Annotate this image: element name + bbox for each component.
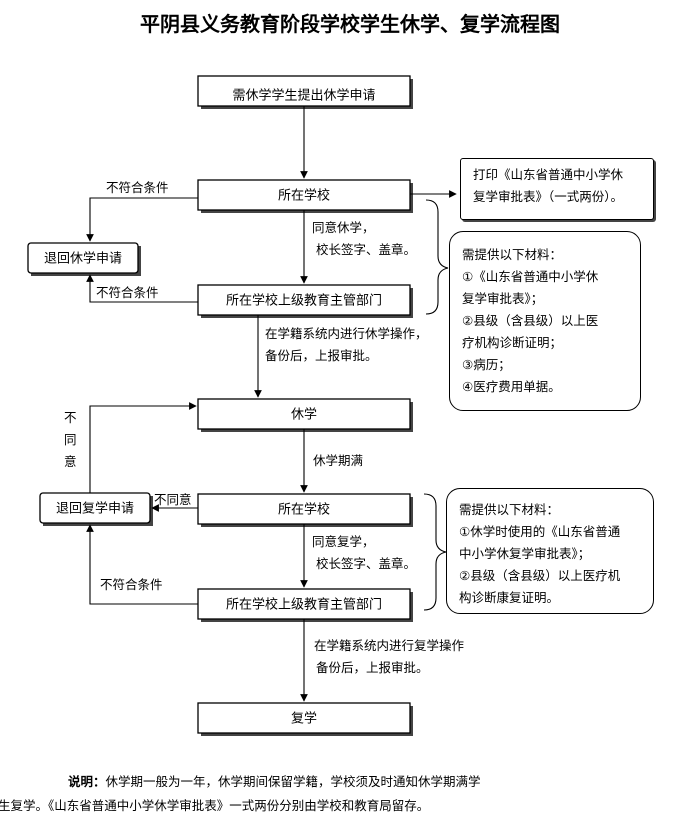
print-note-line-1: 打印《山东省普通中小学休 [473, 167, 624, 182]
box-school-2: 所在学校 [197, 493, 413, 527]
label-operate-suspend-2: 备份后，上报审批。 [265, 348, 378, 363]
label-period-full: 休学期满 [313, 453, 363, 468]
box-bureau-2-text: 所在学校上级教育主管部门 [226, 597, 382, 613]
box-return-suspend-text: 退回休学申请 [44, 251, 122, 267]
brace-materials-resume [423, 493, 447, 611]
materials-resume-line-5: 构诊断康复证明。 [459, 590, 560, 605]
label-disagree: 不同意 [154, 492, 192, 507]
materials-suspend-line-5: 疗机构诊断证明； [462, 335, 563, 350]
arrow-bureau2-reject [86, 524, 198, 605]
label-agree-suspend-1: 同意休学， [312, 220, 375, 235]
box-return-resume-text: 退回复学申请 [56, 501, 134, 517]
materials-suspend-line-1: 需提供以下材料： [462, 247, 563, 262]
arrow-return-to-suspend [89, 402, 197, 493]
materials-resume-line-1: 需提供以下材料： [459, 502, 560, 517]
label-agree-resume-2: 校长签字、盖章。 [316, 556, 416, 571]
materials-resume-line-3: 中小学休复学审批表》； [459, 546, 591, 561]
materials-suspend-line-2: ①《山东省普通中小学休 [462, 269, 599, 284]
label-disagree-v2: 同 [64, 432, 77, 447]
materials-suspend-line-3: 复学审批表》； [462, 291, 544, 306]
label-agree-suspend-2: 校长签字、盖章。 [316, 242, 416, 257]
box-return-suspend: 退回休学申请 [27, 242, 141, 276]
box-resume-text: 复学 [291, 711, 317, 727]
box-return-resume: 退回复学申请 [39, 492, 153, 526]
materials-suspend-note: 需提供以下材料： ①《山东省普通中小学休 复学审批表》； ②县级（含县级）以上医… [449, 231, 641, 411]
print-form-note: 打印《山东省普通中小学休 复学审批表》（一式两份）。 [460, 158, 654, 220]
box-apply-suspend: 需休学学生提出休学申请 [197, 75, 413, 109]
page-title: 平阴县义务教育阶段学校学生休学、复学流程图 [140, 12, 560, 36]
label-disagree-v1: 不 [64, 410, 77, 425]
box-suspend: 休学 [197, 398, 413, 432]
label-operate-resume-2: 备份后，上报审批。 [316, 660, 429, 675]
label-agree-resume-1: 同意复学， [312, 534, 375, 549]
materials-resume-note: 需提供以下材料： ①休学时使用的《山东省普通 中小学休复学审批表》； ②县级（含… [446, 488, 654, 614]
box-school-1-text: 所在学校 [278, 188, 330, 204]
footnote-prefix: 说明： [68, 774, 106, 789]
label-disagree-v3: 意 [64, 454, 77, 469]
arrow-bureau-reject [86, 274, 198, 303]
box-bureau-2: 所在学校上级教育主管部门 [197, 588, 413, 622]
materials-resume-line-4: ②县级（含县级）以上医疗机 [459, 568, 621, 583]
footnote: 说明：休学期一般为一年，休学期间保留学籍，学校须及时通知休学期满学 生复学。《山… [0, 770, 648, 818]
box-school-2-text: 所在学校 [278, 502, 330, 518]
label-reject-2: 不符合条件 [96, 285, 159, 300]
box-suspend-text: 休学 [291, 407, 317, 423]
footnote-line-1: 休学期一般为一年，休学期间保留学籍，学校须及时通知休学期满学 [105, 774, 481, 789]
materials-suspend-line-6: ③病历； [462, 357, 511, 372]
materials-suspend-line-7: ④医疗费用单据。 [462, 379, 561, 394]
label-operate-suspend-1: 在学籍系统内进行休学操作， [265, 326, 428, 341]
brace-materials-suspend [425, 199, 449, 315]
label-reject-1: 不符合条件 [106, 180, 169, 195]
materials-suspend-line-4: ②县级（含县级）以上医 [462, 313, 599, 328]
materials-resume-line-2: ①休学时使用的《山东省普通 [459, 524, 621, 539]
box-resume: 复学 [197, 702, 413, 736]
arrow-school-reject [86, 197, 198, 242]
footnote-line-2: 生复学。《山东省普通中小学休学审批表》一式两份分别由学校和教育局留存。 [0, 798, 430, 813]
label-reject-3: 不符合条件 [100, 577, 163, 592]
label-operate-resume-1: 在学籍系统内进行复学操作 [314, 638, 465, 653]
box-school-1: 所在学校 [197, 179, 413, 213]
box-apply-suspend-text: 需休学学生提出休学申请 [232, 88, 375, 104]
box-bureau-1-text: 所在学校上级教育主管部门 [226, 293, 382, 309]
print-note-line-2: 复学审批表》（一式两份）。 [473, 189, 624, 204]
box-bureau-1: 所在学校上级教育主管部门 [197, 284, 413, 318]
